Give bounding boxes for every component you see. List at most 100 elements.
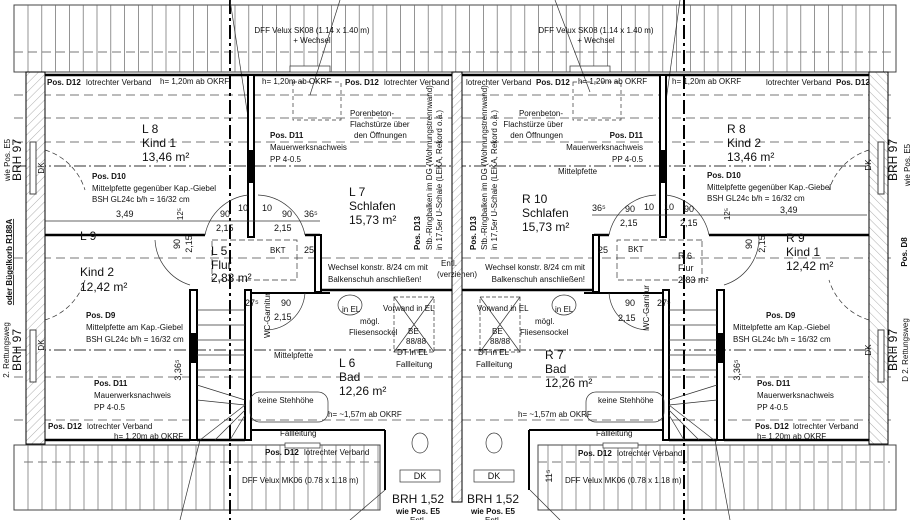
pos-d12: Pos. D12 [265,448,299,457]
escape-note: oder Bügelkorb R188A [5,219,14,305]
room-area: 13,46 m² [727,150,774,164]
room-number: R 6 [678,251,692,261]
dimension: 10 [238,203,248,213]
purlin-label: Mittelpfette [558,167,598,176]
purlin-note: Mittelpfette gegenüber Kap.-Giebel [92,184,216,193]
room-area: 12,26 m² [339,384,386,398]
dimension: 90 [744,239,754,249]
dimension: 90 [282,209,292,219]
masonry-note: Mauerwerksnachweis [757,391,834,400]
brh-label: BRH 1,52 [392,492,444,506]
verband-note: lotrechter Verband [304,448,369,457]
masonry-note: PP 4-0.5 [270,155,302,164]
dimension: 36⁵ [304,209,318,219]
lintel-note: Flachstürze über [503,120,563,129]
brh-label: BRH 97 [10,139,24,181]
dk-label: DK [37,162,46,174]
masonry-note: PP 4-0.5 [612,155,644,164]
wc-note: WC-Garnitur [642,285,651,330]
headroom-note: keine Stehhöhe [598,396,654,405]
room-name: Kind 1 [142,136,176,150]
dk-label: DK [488,471,501,481]
brh-label: BRH 97 [886,139,900,181]
dimension: 2,15 [618,313,636,323]
dk-label: DK [864,159,873,171]
dimension: 10 [262,203,272,213]
window-note-right: + Wechsel [577,36,615,45]
room-R8: R 8 Kind 2 13,46 m² [727,122,774,164]
dimension: 90 [220,209,230,219]
room-number: R 8 [727,122,746,136]
brh-label: BRH 97 [886,329,900,371]
roof-bottom [13,442,897,511]
purlin-note: Mittelpfette am Kap.-Giebel [86,323,183,332]
dimension: 25 [598,245,608,255]
room-number: R 7 [545,348,564,362]
room-L8: L 8 Kind 1 13,46 m² [142,122,189,164]
dimension: 10 [664,202,674,212]
roof-top [13,4,897,73]
room-name: Kind 2 [727,136,761,150]
dimension: 12⁵ [176,208,185,220]
room-number: R 10 [522,192,548,206]
room-area: 2,83 m² [678,275,709,285]
dimension: 27⁵ [657,298,671,308]
trimmer-note: Wechsel konstr. 8/24 cm mit [328,263,429,272]
masonry-note: PP 4-0.5 [757,403,789,412]
window-label: DFF Velux MK06 (0.78 x 1.18 m) [242,476,359,485]
purlin-size: BSH GL24c b/h = 16/32 cm [92,195,190,204]
dimension: 3,49 [116,209,134,219]
lintel-note: Porenbeton- [350,109,394,118]
room-area: 2,83 m² [211,271,252,285]
height-note: h= ~1,57m ab OKRF [518,410,592,419]
fallleitung-label: Fallleitung [396,360,432,369]
trimmer-note: Balkenschuh anschließen! [328,275,421,284]
dimension: 3,36⁵ [173,359,183,381]
shower-label: BE [408,327,419,336]
verband-note: lotrechter Verband [766,78,831,87]
ring-beam-note: Stb.-Ringbalken im DG (Wohnungstrennwand… [480,85,489,250]
dk-label: DK [864,344,873,356]
dimension: 2,15 [757,235,767,253]
masonry-note: Mauerwerksnachweis [566,143,643,152]
entl-note: Entl. [410,516,426,520]
purlin-label: Mittelpfette [274,351,314,360]
dimension: 90 [684,204,694,214]
dk-label: DK [414,471,427,481]
walls-left-unit [25,71,452,490]
room-R9: R 9 Kind 1 12,42 m² [786,231,833,273]
shower-size: 88/88 [490,337,511,346]
pos-d12: Pos. D12 [345,78,379,87]
fallleitung-label: Fallleitung [280,429,316,438]
party-wall [451,71,463,503]
room-name: Bad [339,370,360,384]
room-R10: R 10 Schlafen 15,73 m² [522,192,569,234]
room-name: Kind 2 [80,265,114,279]
height-note: h= 1,20m ab OKRF [114,432,183,441]
room-L7: L 7 Schlafen 15,73 m² [349,185,396,227]
room-area: 15,73 m² [349,213,396,227]
height-note: h= 1,20m ab OKRF [672,77,741,86]
purlin-size: BSH GL24c b/h = 16/32 cm [86,335,184,344]
room-name: Bad [545,362,566,376]
pos-d9: Pos. D9 [86,311,116,320]
dimension: 27⁵ [245,298,259,308]
in-el-label: in EL [555,305,574,314]
room-name: Schlafen [522,206,569,220]
verband-note: lotrechter Verband [617,449,682,458]
room-name: Kind 1 [786,245,820,259]
pos-d13: Pos. D13 [469,216,478,250]
brh-label: BRH 1,52 [467,492,519,506]
window-note-left: + Wechsel [293,36,331,45]
dimension: 3,49 [780,205,798,215]
ref-label: wie Pos. E5 [903,143,910,187]
purlin-note: Mittelpfette gegenüber Kap.-Giebel [707,183,831,192]
pos-d9: Pos. D9 [766,311,796,320]
pos-d13: Pos. D13 [413,216,422,250]
purlin-size: BSH GL24c b/h = 16/32 cm [733,335,831,344]
room-R6: R 6 Flur 2,83 m² [678,251,709,285]
lintel-note: Flachstürze über [350,120,410,129]
dimension: 11⁵ [544,469,554,482]
room-L9: L 9 Kind 2 12,42 m² [80,229,127,294]
